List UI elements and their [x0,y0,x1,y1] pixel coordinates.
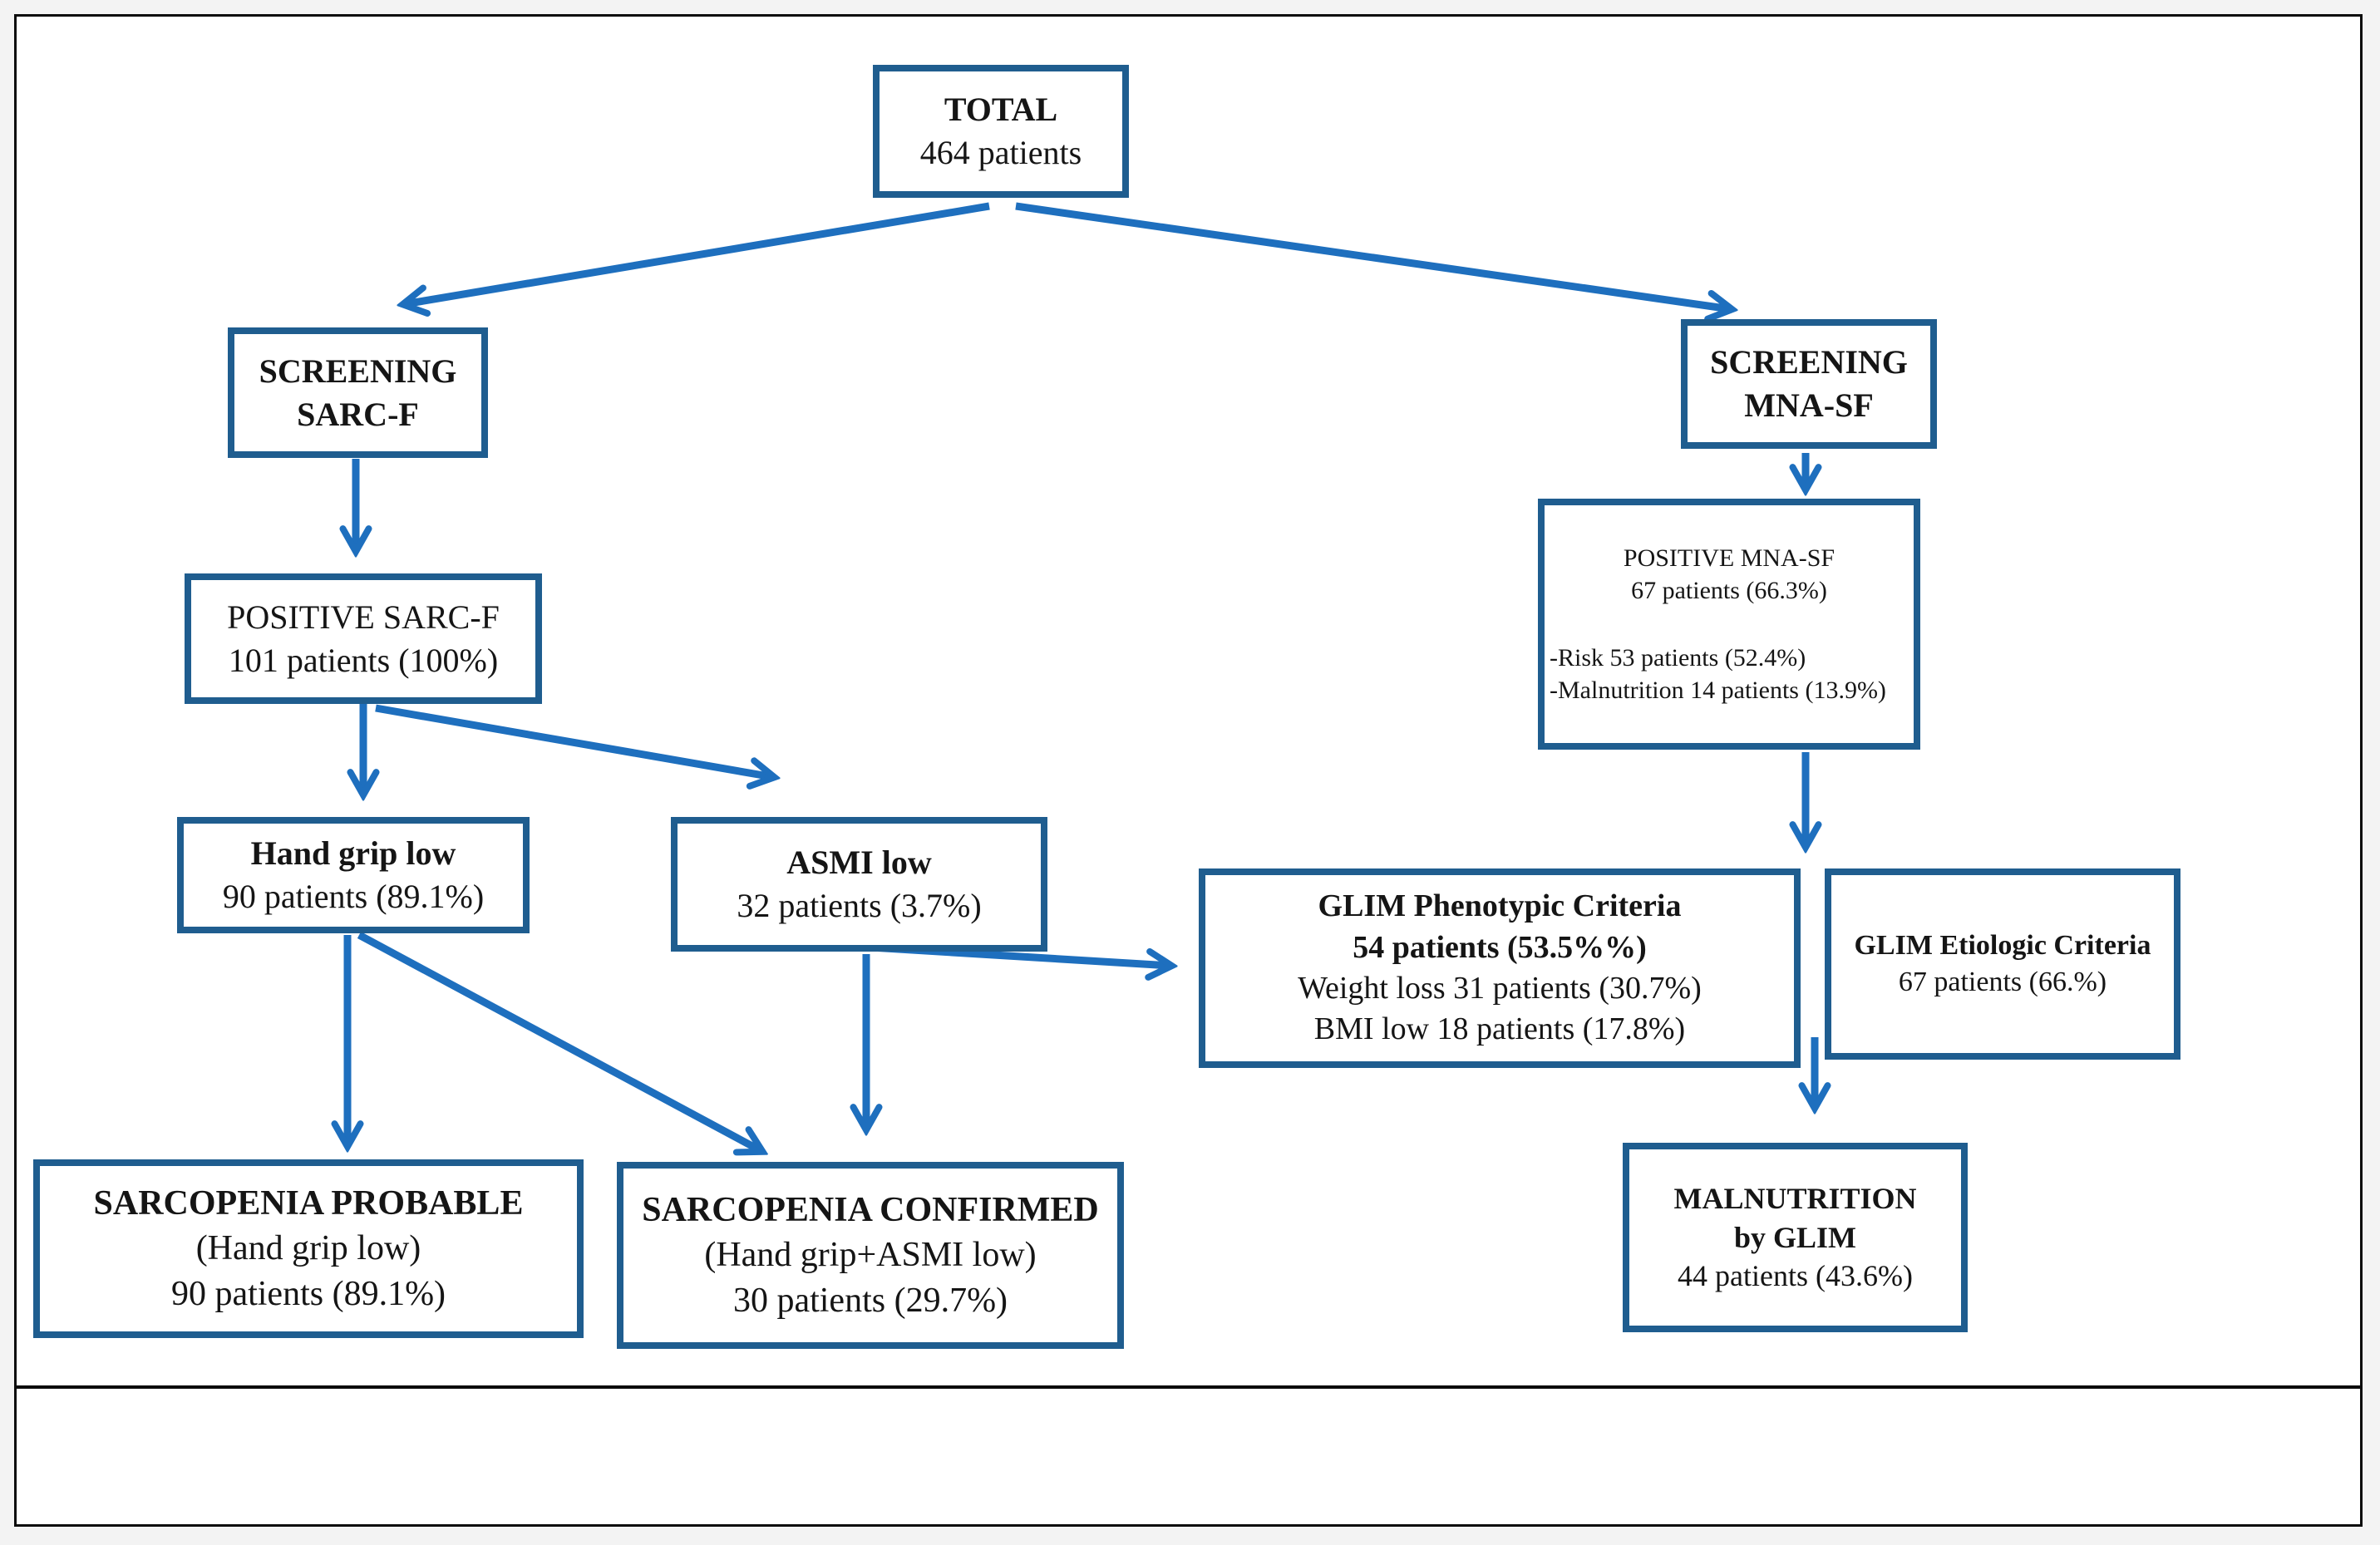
node-line: MALNUTRITION [1673,1181,1917,1215]
node-line: 90 patients (89.1%) [222,878,485,915]
node-line: -Malnutrition 14 patients (13.9%) [1550,677,1886,704]
node-positive-mna-sf: POSITIVE MNA-SF 67 patients (66.3%) -Ris… [1538,499,1920,750]
node-line: SCREENING [259,352,457,390]
node-positive-sarc-f: POSITIVE SARC-F 101 patients (100%) [185,573,542,704]
line-spacer [1550,607,1909,642]
node-line: GLIM Phenotypic Criteria [1318,888,1682,924]
node-sarcopenia-confirmed: SARCOPENIA CONFIRMED (Hand grip+ASMI low… [617,1162,1124,1349]
node-line: 101 patients (100%) [228,641,499,679]
node-line: SARCOPENIA PROBABLE [93,1183,524,1223]
node-line: -Risk 53 patients (52.4%) [1550,644,1806,672]
node-screening-mna-sf: SCREENING MNA-SF [1681,319,1937,449]
node-line: 90 patients (89.1%) [170,1274,446,1313]
node-line: 67 patients (66.3%) [1631,577,1827,604]
node-line: SCREENING [1710,343,1908,381]
node-line: 30 patients (29.7%) [732,1281,1008,1320]
node-malnutrition-by-glim: MALNUTRITION by GLIM 44 patients (43.6%) [1623,1143,1968,1332]
node-line: BMI low 18 patients (17.8%) [1313,1011,1686,1047]
node-line: 67 patients (66.%) [1898,967,2107,997]
node-line: MNA-SF [1744,386,1874,424]
node-line: (Hand grip+ASMI low) [704,1236,1037,1275]
node-line: SARCOPENIA CONFIRMED [642,1190,1099,1229]
caption-divider [14,1385,2363,1389]
node-glim-phenotypic-criteria: GLIM Phenotypic Criteria 54 patients (53… [1199,868,1801,1068]
node-line: 44 patients (43.6%) [1678,1259,1913,1293]
node-line: by GLIM [1733,1220,1857,1254]
node-hand-grip-low: Hand grip low 90 patients (89.1%) [177,817,530,933]
node-line: POSITIVE SARC-F [227,598,500,636]
node-total: TOTAL 464 patients [873,65,1129,198]
node-line: 54 patients (53.5%%) [1353,929,1647,965]
node-line: Weight loss 31 patients (30.7%) [1298,971,1702,1006]
node-asmi-low: ASMI low 32 patients (3.7%) [671,817,1047,952]
node-line: GLIM Etiologic Criteria [1854,929,2151,961]
node-line: ASMI low [786,844,932,881]
node-line: 32 patients (3.7%) [737,887,982,924]
node-glim-etiologic-criteria: GLIM Etiologic Criteria 67 patients (66.… [1825,868,2180,1060]
node-line: TOTAL [944,91,1058,128]
node-line: (Hand grip low) [195,1229,421,1268]
node-line: Hand grip low [250,834,456,872]
node-sarcopenia-probable: SARCOPENIA PROBABLE (Hand grip low) 90 p… [33,1159,584,1338]
node-screening-sarc-f: SCREENING SARC-F [228,327,488,458]
node-line: SARC-F [297,395,419,433]
node-line: POSITIVE MNA-SF [1623,544,1836,572]
node-line: 464 patients [919,134,1082,171]
